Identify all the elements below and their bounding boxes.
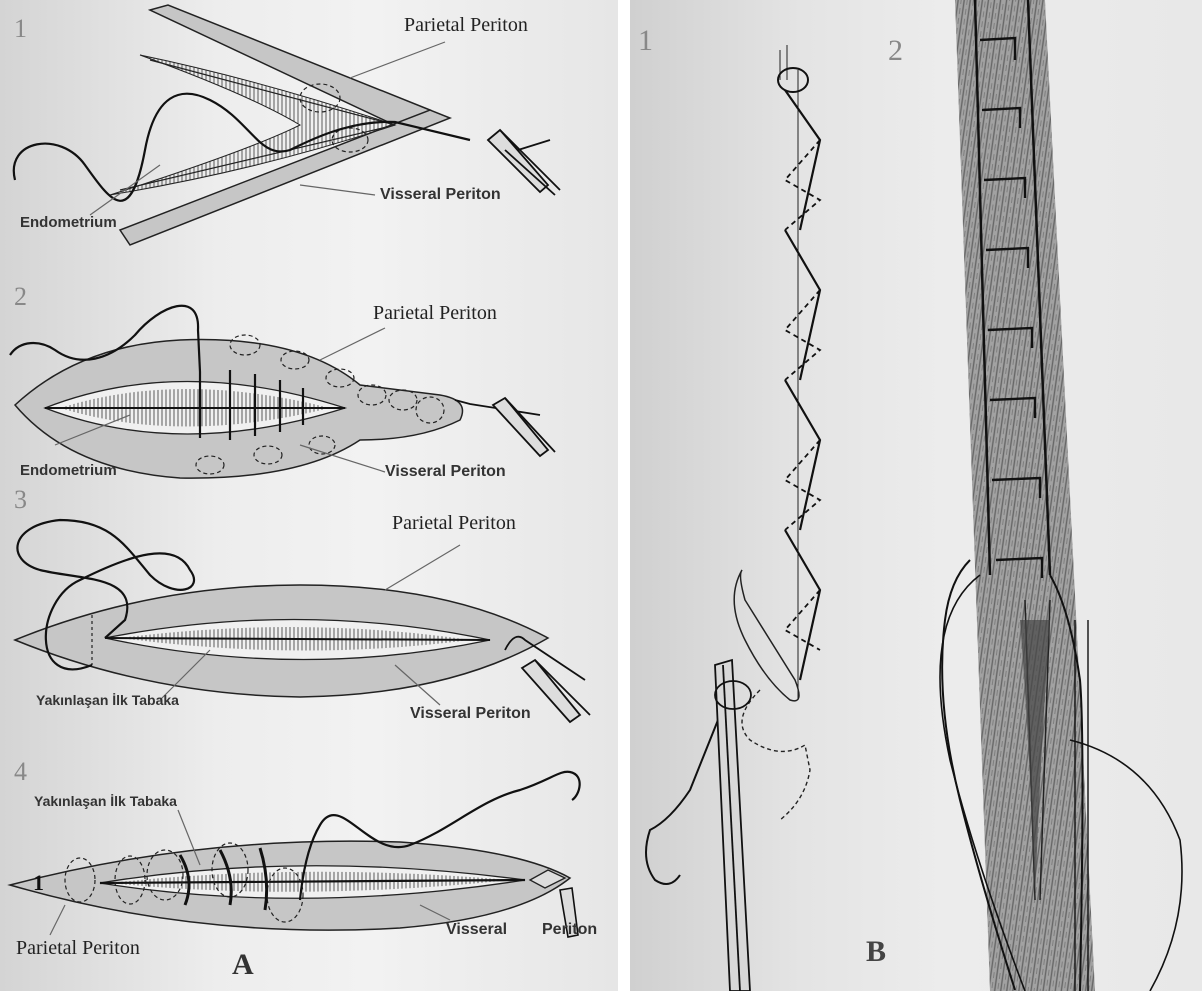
label-parietal-periton-2: Parietal Periton	[373, 302, 497, 325]
label-periton-4: Periton	[542, 921, 597, 939]
label-visseral-periton-1: Visseral Periton	[380, 186, 501, 204]
label-parietal-periton-4: Parietal Periton	[16, 937, 140, 960]
step-3-number: 3	[14, 485, 27, 515]
step-1-number: 1	[14, 14, 27, 44]
label-visseral-periton-3: Visseral Periton	[410, 705, 531, 723]
zigzag-suture	[785, 90, 820, 680]
panel-b-diagram	[630, 0, 1202, 991]
step-1-illustration	[14, 5, 560, 245]
label-parietal-periton-1: Parietal Periton	[404, 14, 528, 37]
b2-muscle-strip	[940, 0, 1182, 991]
panel-a-letter: A	[232, 948, 254, 982]
panel-a-diagram: 1	[0, 0, 618, 991]
label-visseral-periton-2: Visseral Periton	[385, 463, 506, 481]
b-step-2-number: 2	[888, 34, 903, 68]
step-4-number: 4	[14, 757, 27, 787]
label-visseral-4: Visseral	[446, 921, 507, 939]
panel-b: 1 2 B	[630, 0, 1202, 991]
svg-text:1: 1	[33, 870, 44, 895]
forceps-2	[493, 398, 555, 456]
step-2-number: 2	[14, 282, 27, 312]
label-endometrium-1: Endometrium	[20, 214, 117, 231]
label-parietal-periton-3: Parietal Periton	[392, 512, 516, 535]
step-2-illustration	[10, 306, 555, 478]
panel-a: 1 1 Parietal Periton Visseral Periton En…	[0, 0, 618, 991]
label-endometrium-2: Endometrium	[20, 462, 117, 479]
b1-continuous-suture	[646, 45, 820, 991]
label-yakinlasan-ilk-tabaka-3: Yakınlaşan İlk Tabaka	[36, 692, 179, 708]
label-yakinlasan-ilk-tabaka-4: Yakınlaşan İlk Tabaka	[34, 793, 177, 809]
forceps-3	[522, 660, 590, 722]
panel-b-letter: B	[866, 935, 886, 969]
b-step-1-number: 1	[638, 24, 653, 58]
